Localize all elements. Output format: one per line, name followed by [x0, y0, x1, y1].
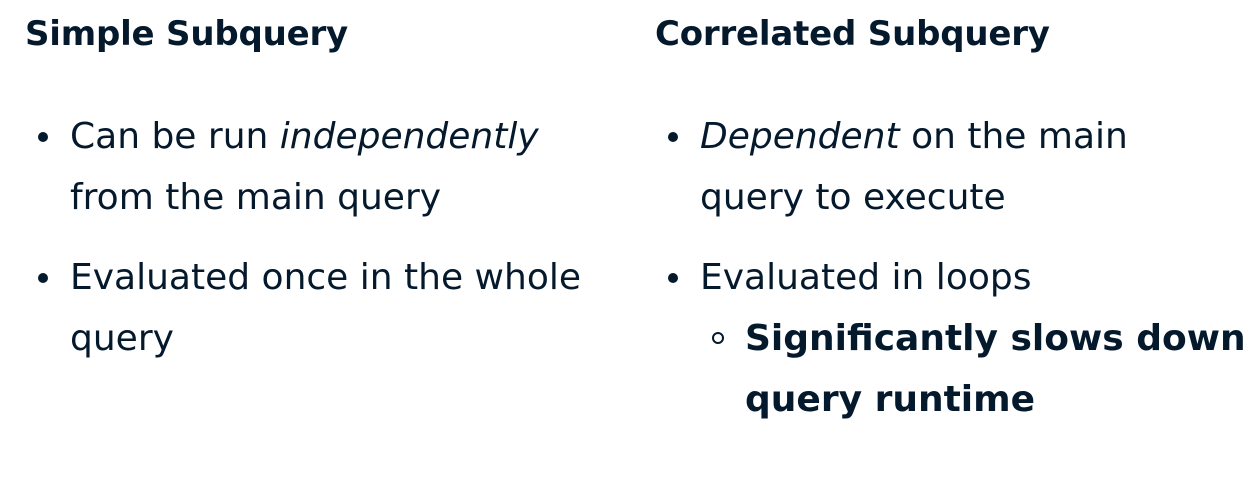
simple-subquery-heading: Simple Subquery	[25, 14, 349, 54]
sub-list-item: Significantly slows down query runtime	[700, 308, 1246, 430]
correlated-subquery-list: Dependent on the main query to execute E…	[655, 106, 1246, 430]
bullet-dot-icon	[668, 132, 678, 142]
list-item: Evaluated in loops Significantly slows d…	[655, 247, 1246, 430]
correlated-subquery-heading: Correlated Subquery	[655, 14, 1050, 54]
list-item: Evaluated once in the whole query	[25, 247, 581, 369]
bullet-text-line1: Evaluated in loops	[700, 257, 1032, 298]
bullet-text-line1: Dependent on the main	[700, 116, 1128, 157]
bullet-text-line2: query to execute	[700, 177, 1006, 218]
simple-subquery-list: Can be run independently from the main q…	[25, 106, 581, 388]
emphasis-dependent: Dependent	[700, 116, 900, 157]
sub-text-line2: query runtime	[745, 379, 1036, 420]
emphasis-independently: independently	[279, 116, 539, 157]
bullet-text-line1: Evaluated once in the whole	[70, 257, 581, 298]
sub-list: Significantly slows down query runtime	[700, 308, 1246, 430]
bullet-dot-icon	[38, 132, 48, 142]
bullet-dot-icon	[668, 273, 678, 283]
list-item: Can be run independently from the main q…	[25, 106, 581, 228]
bullet-text-line1: Can be run independently	[70, 116, 539, 157]
sub-text-line1: Significantly slows down	[745, 318, 1246, 359]
bullet-circle-icon	[712, 332, 724, 344]
bullet-text-line2: query	[70, 318, 174, 359]
list-item: Dependent on the main query to execute	[655, 106, 1246, 228]
bullet-text-line2: from the main query	[70, 177, 442, 218]
bullet-dot-icon	[38, 273, 48, 283]
